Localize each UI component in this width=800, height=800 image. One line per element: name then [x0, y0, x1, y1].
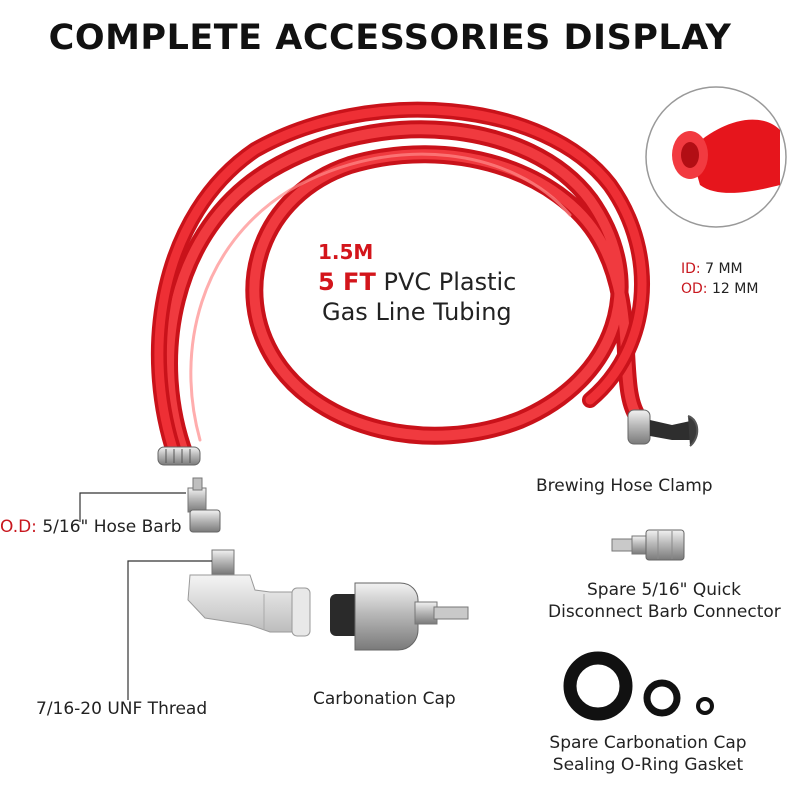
hose-barb-5-16 [187, 477, 221, 533]
quick-disconnect-barb-connector [611, 529, 685, 561]
gasket-label: Spare Carbonation Cap Sealing O-Ring Gas… [538, 732, 758, 776]
tubing-length-ft: 5 FT [318, 268, 376, 296]
thread-label: 7/16-20 UNF Thread [36, 699, 208, 719]
gas-disconnect-ball-lock [187, 549, 311, 637]
brewing-hose-clamp [627, 409, 699, 447]
page-title: COMPLETE ACCESSORIES DISPLAY [48, 18, 732, 58]
tubing-headline: 1.5M 5 FT PVC Plastic Gas Line Tubing [318, 236, 516, 327]
tubing-length-m: 1.5M [318, 240, 374, 264]
hose-clamp-left [157, 446, 201, 466]
tubing-desc-line1: PVC Plastic [383, 268, 517, 296]
gasket-label-line2: Sealing O-Ring Gasket [552, 755, 744, 775]
tubing-desc-line2: Gas Line Tubing [322, 298, 512, 326]
hose-barb-prefix: O.D: [0, 517, 37, 537]
od-value: 12 MM [711, 281, 759, 297]
carbonation-cap-label: Carbonation Cap [313, 689, 456, 709]
gasket-label-line1: Spare Carbonation Cap [549, 733, 747, 753]
tube-cross-section-zoom [645, 86, 787, 228]
callout-lines [79, 492, 212, 700]
id-label: ID: [681, 261, 701, 277]
tube-dimension-spec: ID: 7 MM OD: 12 MM [681, 259, 758, 299]
od-label: OD: [681, 281, 708, 297]
connector-label: Spare 5/16" Quick Disconnect Barb Connec… [548, 579, 781, 623]
id-value: 7 MM [705, 261, 743, 277]
pvc-tubing-coil [150, 101, 650, 464]
hose-clamp-label: Brewing Hose Clamp [536, 476, 713, 496]
hose-barb-text: 5/16" Hose Barb [42, 517, 182, 537]
carbonation-cap [330, 582, 469, 651]
connector-label-line1: Spare 5/16" Quick [587, 580, 741, 600]
hose-barb-label: O.D: 5/16" Hose Barb [0, 517, 182, 537]
connector-label-line2: Disconnect Barb Connector [548, 602, 781, 622]
o-ring-gaskets [563, 651, 714, 721]
